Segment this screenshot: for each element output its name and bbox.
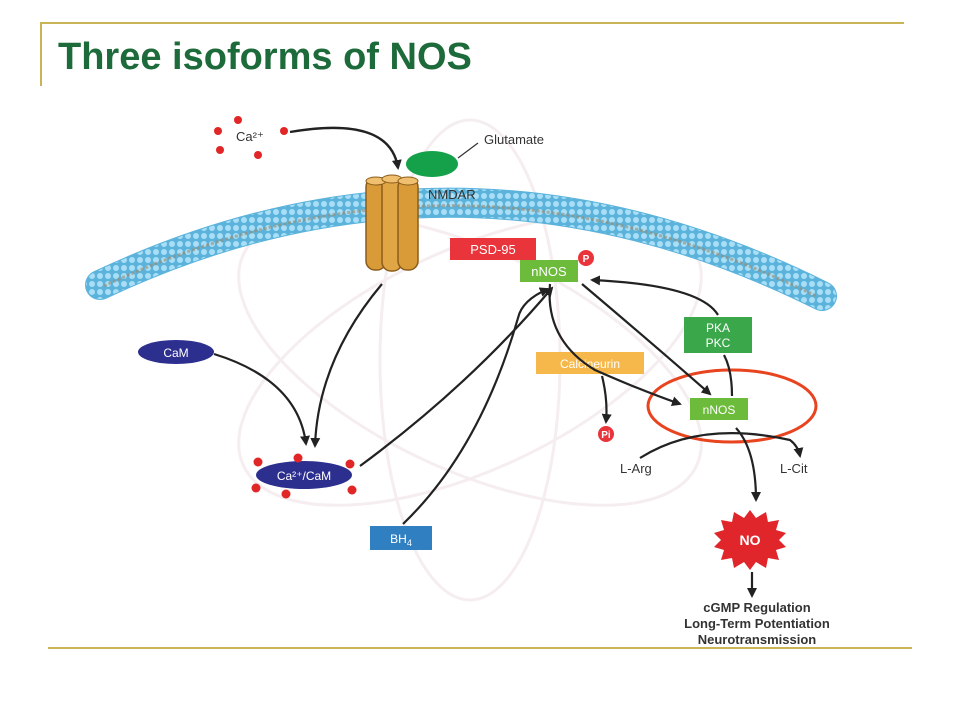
arrow-cacam-to-nnos (359, 286, 554, 467)
outcome-neurotransmission: Neurotransmission (698, 632, 817, 647)
ca-cam-label: Ca²⁺/CaM (277, 469, 331, 483)
arrow-bh4-to-nnos (402, 287, 550, 525)
bh4-main: BH (390, 532, 407, 546)
calcineurin-label: Calcineurin (560, 357, 620, 371)
pka-pkc-box (684, 317, 752, 353)
pkc-label: PKC (706, 336, 731, 350)
highlight-circle (646, 368, 818, 444)
arrow-calcineurin-to-pi (600, 375, 612, 424)
arrow-nnos-to-free-nnos (581, 283, 712, 396)
outcome-cgmp: cGMP Regulation (703, 600, 810, 615)
psd95-box (450, 238, 536, 260)
arrow-channel-to-cacam (310, 283, 383, 448)
bottom-rule (48, 647, 912, 649)
pi-badge (598, 426, 614, 442)
top-rule (40, 22, 904, 24)
bh4-label: BH4 (390, 532, 412, 548)
phosphate-badge (578, 250, 594, 266)
no-label: NO (740, 532, 761, 548)
nnos-free-label: nNOS (703, 403, 736, 417)
l-arg-label: L-Arg (620, 461, 652, 476)
pathway-arrows (213, 275, 804, 598)
cell-membrane (85, 187, 837, 311)
nnos-membrane-label: nNOS (531, 264, 567, 279)
arrow-free-nnos-to-pkapkc (723, 354, 734, 397)
calcium-influx-arrow (289, 126, 402, 170)
bh4-subscript: 4 (407, 538, 412, 548)
pi-label: Pi (601, 430, 611, 441)
glutamate-molecule (406, 151, 458, 177)
cam-label: CaM (163, 346, 188, 360)
outcome-ltp: Long-Term Potentiation (684, 616, 830, 631)
nmdar-label: NMDAR (428, 187, 476, 202)
pka-label: PKA (706, 321, 730, 335)
arrow-larg-to-lcit (639, 432, 804, 459)
nmdar-channel (365, 174, 419, 272)
ca-cam-complex (251, 453, 357, 499)
nnos-free-box (690, 398, 748, 420)
left-rule (40, 22, 42, 86)
nnos-membrane-box (520, 260, 578, 282)
calcium-ions (214, 116, 288, 159)
no-burst (714, 510, 786, 570)
l-cit-label: L-Cit (780, 461, 808, 476)
psd95-label: PSD-95 (470, 242, 516, 257)
arrow-cam-to-cacam (213, 352, 310, 446)
calcineurin-box (536, 352, 644, 374)
arrow-pkapkc-to-nnos (590, 275, 719, 316)
arrow-to-no (735, 427, 761, 502)
slide-title: Three isoforms of NOS (58, 36, 472, 78)
bh4-box (370, 526, 432, 550)
phosphate-label: P (583, 254, 590, 265)
glutamate-label: Glutamate (484, 132, 544, 147)
calcium-label: Ca²⁺ (236, 129, 264, 144)
cam-molecule (138, 340, 214, 364)
arrow-nnos-to-calcineurin (548, 283, 682, 407)
